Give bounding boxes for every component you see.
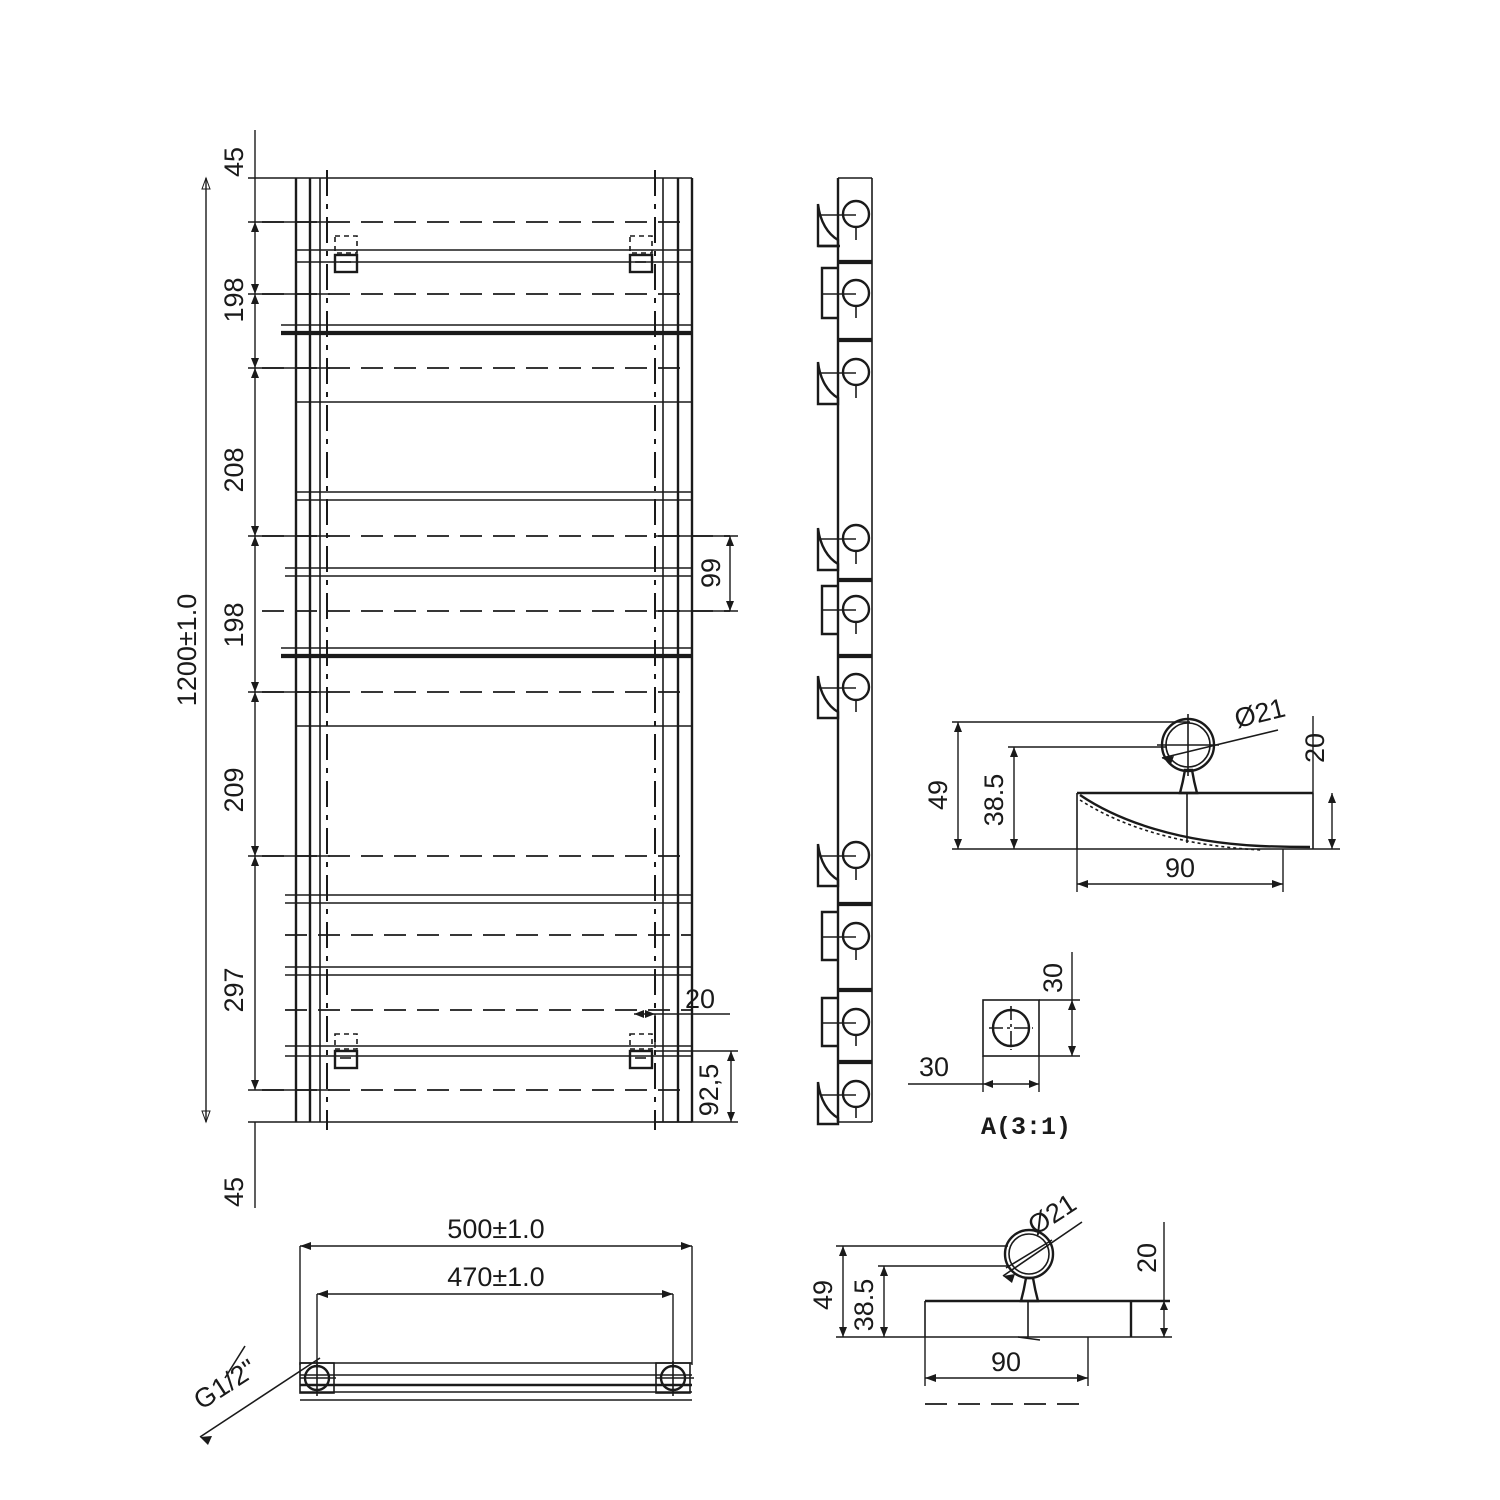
dim-curved-height-49: 49 xyxy=(923,780,953,810)
front-rail-19 xyxy=(285,1045,692,1057)
dim-curved-width-90: 90 xyxy=(1165,853,1195,883)
wall-bracket-bottom-right xyxy=(628,1033,654,1070)
wall-bracket-bottom-left xyxy=(333,1033,359,1070)
dim-bottom-width-500: 500±1.0 xyxy=(447,1214,544,1244)
front-rail-17 xyxy=(285,966,692,976)
thread-callout-g12: G1/2" xyxy=(188,1353,261,1415)
bottom-left-connector xyxy=(299,1361,336,1396)
dim-flat-height-49: 49 xyxy=(808,1280,838,1310)
dim-detail-a-width-30: 30 xyxy=(919,1052,949,1082)
side-view xyxy=(816,177,873,1126)
detail-a-view: 30 30 A(3:1) xyxy=(908,952,1080,1142)
dim-flat-center-38-5: 38.5 xyxy=(849,1279,879,1332)
side-rail-1 xyxy=(816,199,871,248)
dim-curved-plate-20: 20 xyxy=(1300,733,1330,763)
front-rail-15 xyxy=(285,894,692,904)
dim-rail-gap-99: 99 xyxy=(696,558,726,588)
front-view: 1200±1.0 xyxy=(172,130,738,1208)
bottom-right-connector xyxy=(655,1361,694,1396)
side-rail-2 xyxy=(820,259,872,320)
front-rail-9 xyxy=(285,567,692,577)
front-dimension-chain: 1200±1.0 xyxy=(172,130,330,1208)
dim-flat-plate-20: 20 xyxy=(1132,1243,1162,1273)
detail-a-title: A(3:1) xyxy=(981,1113,1071,1142)
front-rail-7 xyxy=(296,491,692,501)
side-rail-5 xyxy=(820,577,872,636)
dim-seg-2: 208 xyxy=(219,447,249,492)
wall-bracket-top-right xyxy=(628,235,654,274)
dim-tube-diameter-curved: Ø21 xyxy=(1231,693,1288,734)
dim-bottom-cc-470: 470±1.0 xyxy=(447,1262,544,1292)
dim-curved-center-38-5: 38.5 xyxy=(979,774,1009,827)
front-left-posts xyxy=(294,178,321,1122)
detail-flat-section: Ø21 49 38.5 20 xyxy=(808,1188,1172,1405)
side-rail-8 xyxy=(820,901,872,962)
dim-tube-diameter-flat: Ø21 xyxy=(1023,1188,1082,1241)
dim-bottom-92-5: 92,5 xyxy=(694,1064,724,1117)
side-rail-3 xyxy=(816,337,872,406)
side-rail-4 xyxy=(816,523,871,572)
dim-detail-a-height-30: 30 xyxy=(1038,963,1068,993)
dim-seg-4: 209 xyxy=(219,767,249,812)
wall-bracket-top-left xyxy=(333,235,359,274)
dim-bottom-offset: 45 xyxy=(219,1177,249,1207)
side-rail-10 xyxy=(816,1059,872,1126)
front-rail-11 xyxy=(281,647,692,659)
dim-seg-1: 198 xyxy=(219,277,249,322)
dim-flat-width-90: 90 xyxy=(991,1347,1021,1377)
dim-top-offset: 45 xyxy=(219,147,249,177)
side-rail-7 xyxy=(816,840,871,888)
dim-bracket-offset-20: 20 xyxy=(685,984,715,1014)
dim-overall-height: 1200±1.0 xyxy=(172,594,202,706)
bottom-view: 500±1.0 470±1.0 G1/2" xyxy=(188,1214,694,1445)
side-rail-9 xyxy=(820,987,872,1048)
detail-curved-section: Ø21 49 38.5 20 xyxy=(923,693,1340,892)
dim-seg-3: 198 xyxy=(219,602,249,647)
side-rail-6 xyxy=(816,653,872,720)
front-right-dimensions: 99 20 92,5 xyxy=(634,535,738,1123)
front-rail-4 xyxy=(281,324,692,336)
front-rail-2 xyxy=(296,249,692,263)
dim-seg-5: 297 xyxy=(219,967,249,1012)
front-right-posts xyxy=(662,178,694,1122)
